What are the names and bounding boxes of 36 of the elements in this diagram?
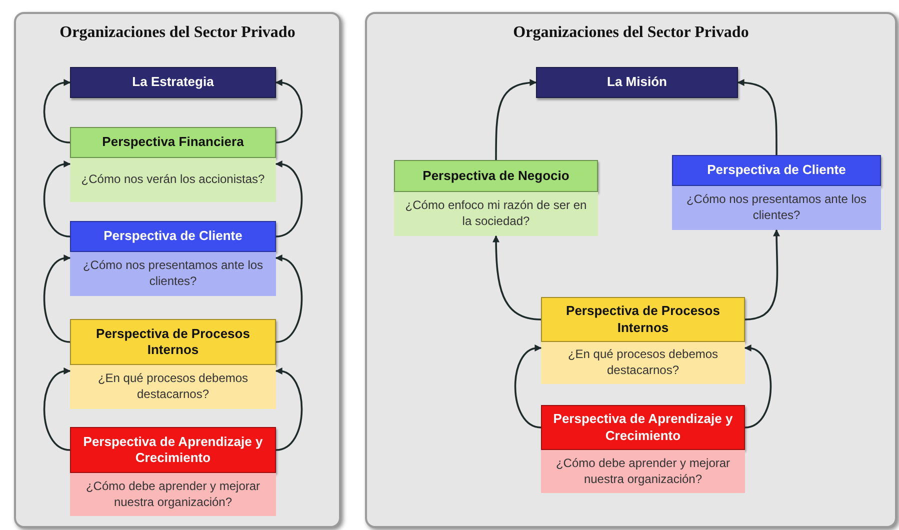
curved-arrow <box>514 344 542 428</box>
perspective-header: Perspectiva de Negocio <box>394 160 598 192</box>
perspective-header: Perspectiva de Aprendizaje y Crecimiento <box>541 405 745 450</box>
curved-arrow <box>43 160 71 238</box>
curved-arrow <box>43 368 71 451</box>
perspective-header: Perspectiva de Procesos Internos <box>70 319 276 365</box>
panel-background <box>365 12 897 528</box>
perspective-header: Perspectiva de Aprendizaje y Crecimiento <box>70 427 276 473</box>
question-text: ¿Cómo debe aprender y mejorar nuestra organización? <box>541 450 745 493</box>
curved-arrow <box>275 79 303 144</box>
curved-arrow <box>43 254 71 343</box>
panel-title: Organizaciones del Sector Privado <box>58 24 296 42</box>
perspective-header: La Estrategia <box>70 67 276 98</box>
panel-title: Organizaciones del Sector Privado <box>512 24 750 42</box>
panel-background <box>14 12 341 528</box>
perspective-header: Perspectiva Financiera <box>70 127 276 158</box>
curved-arrow <box>492 235 542 320</box>
curved-arrow <box>737 79 778 155</box>
question-text: ¿Cómo nos presentamos ante los clientes? <box>70 252 276 296</box>
curved-arrow <box>43 79 71 144</box>
question-text: ¿En qué procesos debemos destacarnos? <box>541 342 745 384</box>
question-text: ¿Cómo enfoco mi razón de ser en la sociedad? <box>394 192 598 236</box>
perspective-header: La Misión <box>536 67 738 98</box>
question-text: ¿En qué procesos debemos destacarnos? <box>70 365 276 409</box>
perspective-header: Perspectiva de Cliente <box>70 221 276 252</box>
curved-arrow <box>744 229 780 320</box>
question-text: ¿Cómo nos presentamos ante los clientes? <box>672 186 881 230</box>
curved-arrow <box>275 368 303 451</box>
perspective-header: Perspectiva de Cliente <box>672 155 881 186</box>
curved-arrow <box>275 160 303 238</box>
curved-arrow <box>495 79 537 160</box>
question-text: ¿Cómo debe aprender y mejorar nuestra organización? <box>70 473 276 516</box>
curved-arrow <box>275 254 303 343</box>
question-text: ¿Cómo nos verán los accionistas? <box>70 158 276 202</box>
curved-arrow <box>744 344 772 428</box>
perspective-header: Perspectiva de Procesos Internos <box>541 297 745 342</box>
